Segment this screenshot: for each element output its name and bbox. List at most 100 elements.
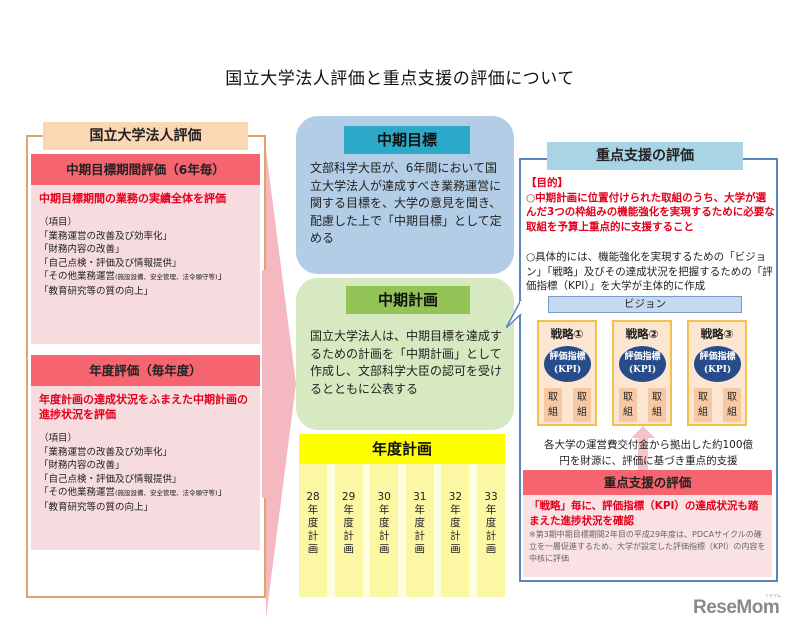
strategy-name: 戦略② — [625, 327, 659, 341]
annual-plan-columns: 28 年 度 計 画 29 年 度 計 画 30 年 度 計 画 31 年 度 … — [299, 464, 505, 597]
midterm-period-evaluation-heading: 中期目標期間評価（6年毎） — [31, 154, 260, 185]
year-char: 画 — [343, 543, 354, 555]
annual-plan-column: 32 年 度 計 画 — [441, 464, 470, 597]
purpose-text: ○中期計画に位置付けられた取組のうち、大学が選んだ3つの枠組みの機能強化を実現す… — [526, 191, 775, 233]
vision-bar: ビジョン — [548, 296, 742, 313]
midterm-period-evaluation-lead: 中期目標期間の業務の実績全体を評価 — [39, 192, 226, 205]
effort-box: 取組 — [723, 388, 741, 422]
strategy-name: 戦略① — [550, 327, 584, 341]
kpi-badge: 評価指標(KPI) — [544, 346, 591, 382]
year-char: 年 — [378, 504, 390, 516]
focus-evaluation-note: ※第3期中期目標期間2年目の平成29年度は、PDCAサイクルの確立を一層促進する… — [529, 530, 766, 563]
year-char: 度 — [450, 517, 461, 529]
year-number: 33 — [484, 491, 498, 503]
year-number: 31 — [413, 491, 427, 503]
funding-description: 各大学の運営費交付金から拠出した約100億 円を財源に、評価に基づき重点的支援 — [521, 437, 776, 469]
focus-evaluation-lead: 「戦略」毎に、評価指標（KPI）の達成状況も踏まえた進捗状況を確認 — [529, 500, 759, 527]
list-item: 「その他業務運営(施設設備、安全管理、法令順守等)」 — [39, 486, 254, 501]
midterm-goal-text: 文部科学大臣が、6年間において国立大学法人が達成すべき業務運営に関する目標を、大… — [310, 161, 502, 245]
kpi-abbr: (KPI) — [628, 365, 657, 375]
strategy-card: 戦略② 評価指標(KPI) 取組 取組 — [612, 320, 672, 426]
list-item: 「業務運営の改善及び効率化」 — [39, 230, 173, 242]
year-char: 年 — [414, 504, 426, 516]
year-char: 画 — [450, 543, 461, 555]
annual-evaluation-items: （項目） 「業務運営の改善及び効率化」 「財務内容の改善」 「自己点検・評価及び… — [31, 422, 260, 514]
midterm-goal-heading: 中期目標 — [344, 126, 470, 154]
year-char: 画 — [485, 543, 497, 555]
year-char: 計 — [485, 530, 497, 542]
list-item: 「業務運営の改善及び効率化」 — [39, 446, 173, 458]
concrete-description: ○具体的には、機能強化を実現するための「ビジョン」「戦略」及びその達成状況を把握… — [526, 251, 773, 292]
year-number: 32 — [448, 491, 463, 503]
resemom-logo: ReseMom — [693, 597, 780, 618]
midterm-goal-box: 中期目標 文部科学大臣が、6年間において国立大学法人が達成すべき業務運営に関する… — [296, 116, 514, 274]
list-item: 「自己点検・評価及び情報提供」 — [39, 473, 182, 485]
callout-pointer-icon — [506, 300, 522, 329]
midterm-period-evaluation-section: 中期目標期間評価（6年毎） 中期目標期間の業務の実績全体を評価 （項目） 「業務… — [31, 154, 260, 344]
funding-line: 各大学の運営費交付金から拠出した約100億 — [543, 439, 754, 451]
annual-plan-column: 28 年 度 計 画 — [299, 464, 327, 597]
effort-box: 取組 — [619, 388, 637, 422]
year-char: 計 — [307, 530, 319, 542]
purpose-label: 【目的】 — [526, 177, 568, 189]
year-char: 計 — [414, 530, 426, 542]
strategy-card: 戦略① 評価指標(KPI) 取組 取組 — [537, 320, 597, 426]
year-char: 度 — [414, 517, 426, 529]
list-item-main: 「その他業務運営 — [39, 271, 116, 282]
list-item-sub: (施設設備、安全管理、法令順守等) — [115, 489, 218, 497]
annual-plan-column: 29 年 度 計 画 — [334, 464, 363, 597]
year-char: 計 — [343, 530, 354, 542]
purpose-block: 【目的】 ○中期計画に位置付けられた取組のうち、大学が選んだ3つの枠組みの機能強… — [526, 176, 776, 234]
year-char: 度 — [307, 517, 319, 529]
items-label: （項目） — [39, 217, 78, 228]
annual-evaluation-lead: 年度計画の達成状況をふまえた中期計画の進捗状況を評価 — [39, 393, 248, 421]
effort-box: 取組 — [544, 388, 562, 422]
strategy-name: 戦略③ — [700, 327, 734, 341]
list-item: 「教育研究等の質の向上」 — [39, 285, 154, 297]
national-university-evaluation-header: 国立大学法人評価 — [43, 122, 248, 150]
list-item: 「財務内容の改善」 — [39, 244, 125, 255]
year-char: 年 — [485, 504, 497, 516]
midterm-plan-box: 中期計画 国立大学法人は、中期目標を達成するための計画を「中期計画」として作成し… — [296, 278, 514, 430]
page-title: 国立大学法人評価と重点支援の評価について — [225, 69, 575, 89]
strategy-card: 戦略③ 評価指標(KPI) 取組 取組 — [687, 320, 747, 426]
list-item: 「自己点検・評価及び情報提供」 — [39, 257, 182, 269]
year-char: 計 — [378, 530, 390, 542]
list-item-close: 」 — [217, 487, 228, 498]
year-char: 画 — [307, 543, 319, 555]
year-char: 計 — [450, 530, 461, 542]
right-arrow-icon — [266, 150, 296, 618]
annual-plan-column: 33 年 度 計 画 — [476, 464, 505, 597]
effort-box: 取組 — [573, 388, 591, 422]
arrow-shaft — [262, 270, 274, 498]
focus-support-evaluation-header: 重点支援の評価 — [547, 142, 743, 170]
annual-plan-heading: 年度計画 — [299, 434, 505, 464]
kpi-label: 評価指標 — [699, 352, 736, 362]
up-arrow-icon — [631, 426, 655, 476]
list-item: 「その他業務運営(施設設備、安全管理、法令順守等)」 — [39, 270, 254, 285]
kpi-abbr: (KPI) — [553, 365, 582, 375]
effort-box: 取組 — [694, 388, 712, 422]
year-char: 年 — [307, 504, 319, 516]
list-item-sub: (施設設備、安全管理、法令順守等) — [115, 273, 218, 281]
year-number: 29 — [341, 491, 356, 503]
funding-line: 円を財源に、評価に基づき重点的支援 — [559, 455, 738, 467]
annual-plan-column: 31 年 度 計 画 — [405, 464, 434, 597]
year-char: 年 — [450, 504, 461, 516]
annual-plan-column: 30 年 度 計 画 — [370, 464, 399, 597]
kpi-badge: 評価指標(KPI) — [694, 346, 741, 382]
year-char: 年 — [343, 504, 354, 516]
midterm-plan-text: 国立大学法人は、中期目標を達成するための計画を「中期計画」として作成し、文部科学… — [310, 329, 503, 396]
annual-plan-box: 年度計画 28 年 度 計 画 29 年 度 計 画 30 年 度 計 画 31… — [299, 434, 505, 597]
list-item: 「教育研究等の質の向上」 — [39, 501, 154, 513]
list-item-main: 「その他業務運営 — [39, 487, 116, 498]
midterm-plan-heading: 中期計画 — [346, 286, 470, 314]
focus-evaluation-heading: 重点支援の評価 — [523, 470, 772, 495]
list-item-close: 」 — [217, 271, 228, 282]
focus-evaluation-box: 重点支援の評価 「戦略」毎に、評価指標（KPI）の達成状況も踏まえた進捗状況を確… — [523, 470, 772, 577]
kpi-label: 評価指標 — [624, 352, 661, 362]
list-item: 「財務内容の改善」 — [39, 460, 125, 471]
annual-evaluation-heading: 年度評価（毎年度） — [31, 355, 260, 386]
year-number: 28 — [306, 491, 320, 503]
year-char: 度 — [343, 517, 354, 529]
